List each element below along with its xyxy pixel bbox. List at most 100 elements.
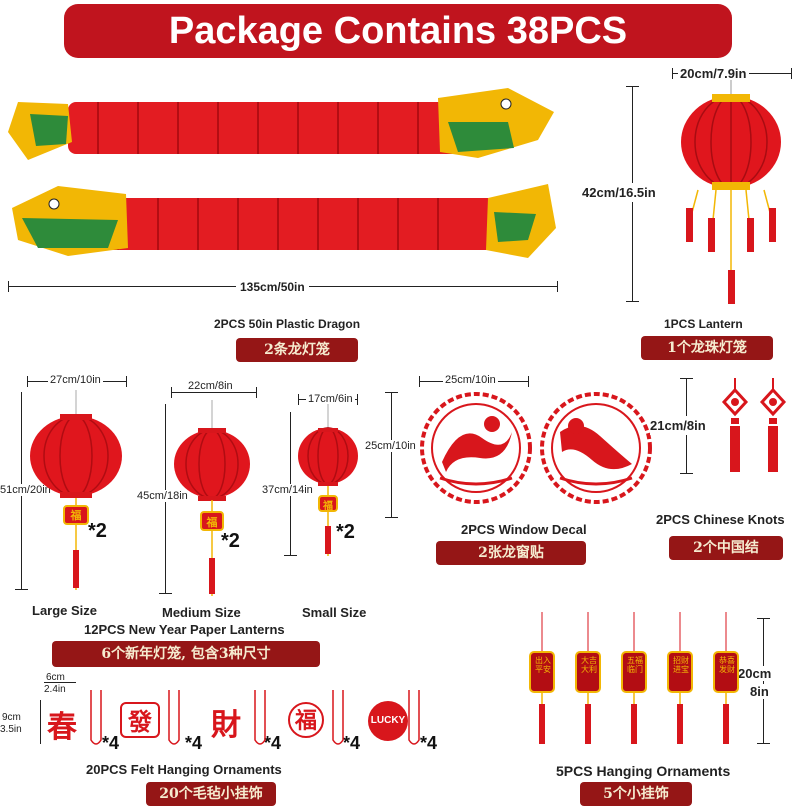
knots-height-label: 21cm/8in xyxy=(650,416,706,435)
felt-height-cm: 9cm xyxy=(2,712,21,723)
lantern-width-tick-right xyxy=(791,68,792,79)
hanging-ornament-4-text: 招财进宝 xyxy=(673,656,689,674)
lantern-width-tick-left xyxy=(672,68,673,79)
medium-height-label: 45cm/18in xyxy=(137,490,188,502)
paper-lanterns-cn-caption: 6个新年灯笼, 包含3种尺寸 xyxy=(52,641,320,667)
knots-height-tick-top xyxy=(680,378,693,379)
hanging-ornament-3-text: 五福临门 xyxy=(627,656,643,674)
dragon-bottom-image xyxy=(12,184,556,258)
knots-caption: 2PCS Chinese Knots xyxy=(656,512,785,527)
small-extra-height-tick-top xyxy=(385,392,398,393)
small-extra-height-tick-bottom xyxy=(385,517,398,518)
small-size-label: Small Size xyxy=(302,605,367,620)
small-lantern-charm: 福 xyxy=(323,501,333,512)
knots-height-tick-bottom xyxy=(680,473,693,474)
large-lantern-charm: 福 xyxy=(70,509,82,522)
dragon-length-tick-right xyxy=(557,281,558,292)
felt-cn-caption: 20个毛毡小挂饰 xyxy=(146,782,276,806)
medium-width-label: 22cm/8in xyxy=(186,380,235,392)
medium-lantern-charm: 福 xyxy=(206,516,218,529)
window-decal-cn-caption: 2张龙窗贴 xyxy=(436,541,586,565)
dragon-top-image xyxy=(8,88,554,160)
medium-width-line xyxy=(171,392,257,393)
hanging-height-cm: 20cm xyxy=(738,666,772,681)
felt-ornament-fa: 發 xyxy=(120,702,160,738)
hanging-ornament-1-text: 出入平安 xyxy=(535,656,551,674)
hanging-height-tick-bottom xyxy=(757,743,770,744)
lantern-cn-caption: 1个龙珠灯笼 xyxy=(641,336,773,360)
lantern-caption: 1PCS Lantern xyxy=(664,317,743,331)
window-decal-right-image xyxy=(540,392,652,504)
felt-qty-fu: *4 xyxy=(343,733,361,753)
medium-size-label: Medium Size xyxy=(162,605,241,620)
small-height-label: 37cm/14in xyxy=(262,484,313,496)
felt-width-in: 2.4in xyxy=(44,684,66,695)
felt-width-cm: 6cm xyxy=(46,672,65,683)
hanging-ornament-row-image xyxy=(529,611,739,745)
decal-width-tick-right xyxy=(528,376,529,387)
hanging-height-in: 8in xyxy=(750,684,769,699)
small-extra-height-line xyxy=(391,392,392,518)
paper-lanterns-caption: 12PCS New Year Paper Lanterns xyxy=(84,622,285,637)
felt-loop-lucky xyxy=(408,690,420,745)
felt-qty-chun: *4 xyxy=(102,733,120,753)
hanging-height-tick-top xyxy=(757,618,770,619)
large-size-label: Large Size xyxy=(32,603,98,618)
lantern-height-tick-top xyxy=(626,86,639,87)
felt-loop-fu xyxy=(254,690,266,745)
small-width-label: 17cm/6in xyxy=(306,393,355,405)
dragon-length-label: 135cm/50in xyxy=(236,280,309,294)
dragon-caption: 2PCS 50in Plastic Dragon xyxy=(214,317,361,331)
felt-width-line xyxy=(44,682,76,683)
medium-width-tick-right xyxy=(256,387,257,398)
hanging-ornament-2-text: 大吉大利 xyxy=(581,656,597,674)
small-paper-lantern-image xyxy=(298,404,358,556)
lantern-height-tick-bottom xyxy=(626,301,639,302)
large-height-tick-bottom xyxy=(15,589,28,590)
knots-cn-caption: 2个中国结 xyxy=(669,536,783,560)
felt-height-line xyxy=(40,700,41,744)
felt-qty-cai: *4 xyxy=(264,733,282,753)
felt-height-in: 3.5in xyxy=(0,724,22,735)
window-decal-caption: 2PCS Window Decal xyxy=(461,522,587,537)
lantern-width-label: 20cm/7.9in xyxy=(678,66,749,81)
felt-qty-fa: *4 xyxy=(185,733,203,753)
small-extra-height-label: 25cm/10in xyxy=(365,440,416,452)
felt-ornament-chun: 春 xyxy=(47,710,77,745)
large-lantern-qty: *2 xyxy=(88,520,107,542)
large-width-label: 27cm/10in xyxy=(48,374,103,386)
dragon-cn-caption: 2条龙灯笼 xyxy=(236,338,358,362)
hanging-ornament-5-text: 恭喜发财 xyxy=(719,656,735,674)
felt-loop-cai xyxy=(168,690,180,745)
decal-width-label: 25cm/10in xyxy=(443,374,498,386)
hanging-caption: 5PCS Hanging Ornaments xyxy=(556,763,731,779)
felt-ornament-cai: 財 xyxy=(211,708,241,743)
medium-lantern-qty: *2 xyxy=(221,530,240,552)
medium-paper-lantern-image xyxy=(174,400,250,596)
felt-loop-fu-right xyxy=(332,690,344,745)
large-height-label: 51cm/20in xyxy=(0,484,51,496)
felt-ornament-fu: 福 xyxy=(288,702,324,738)
chinese-knot-left-image xyxy=(721,378,749,472)
decal-width-tick-left xyxy=(419,376,420,387)
hanging-height-line xyxy=(763,618,764,744)
small-lantern-qty: *2 xyxy=(336,521,355,543)
felt-loop-fa xyxy=(90,690,102,745)
page-title-banner: Package Contains 38PCS xyxy=(64,4,732,58)
felt-caption: 20PCS Felt Hanging Ornaments xyxy=(86,762,282,777)
hanging-cn-caption: 5个小挂饰 xyxy=(580,782,692,806)
dragon-length-tick-left xyxy=(8,281,9,292)
small-width-tick-left xyxy=(298,394,299,405)
medium-width-tick-left xyxy=(171,387,172,398)
large-width-tick-left xyxy=(27,376,28,387)
chinese-knot-right-image xyxy=(759,378,787,472)
small-height-tick-bottom xyxy=(284,555,297,556)
window-decal-left-image xyxy=(420,392,532,504)
felt-qty-lucky: *4 xyxy=(420,733,438,753)
large-paper-lantern-image xyxy=(30,390,122,590)
dragon-ball-lantern-image xyxy=(681,80,781,304)
large-width-tick-right xyxy=(126,376,127,387)
lantern-height-label: 42cm/16.5in xyxy=(582,183,656,202)
felt-ornament-lucky: LUCKY xyxy=(368,701,408,741)
small-width-tick-right xyxy=(357,394,358,405)
